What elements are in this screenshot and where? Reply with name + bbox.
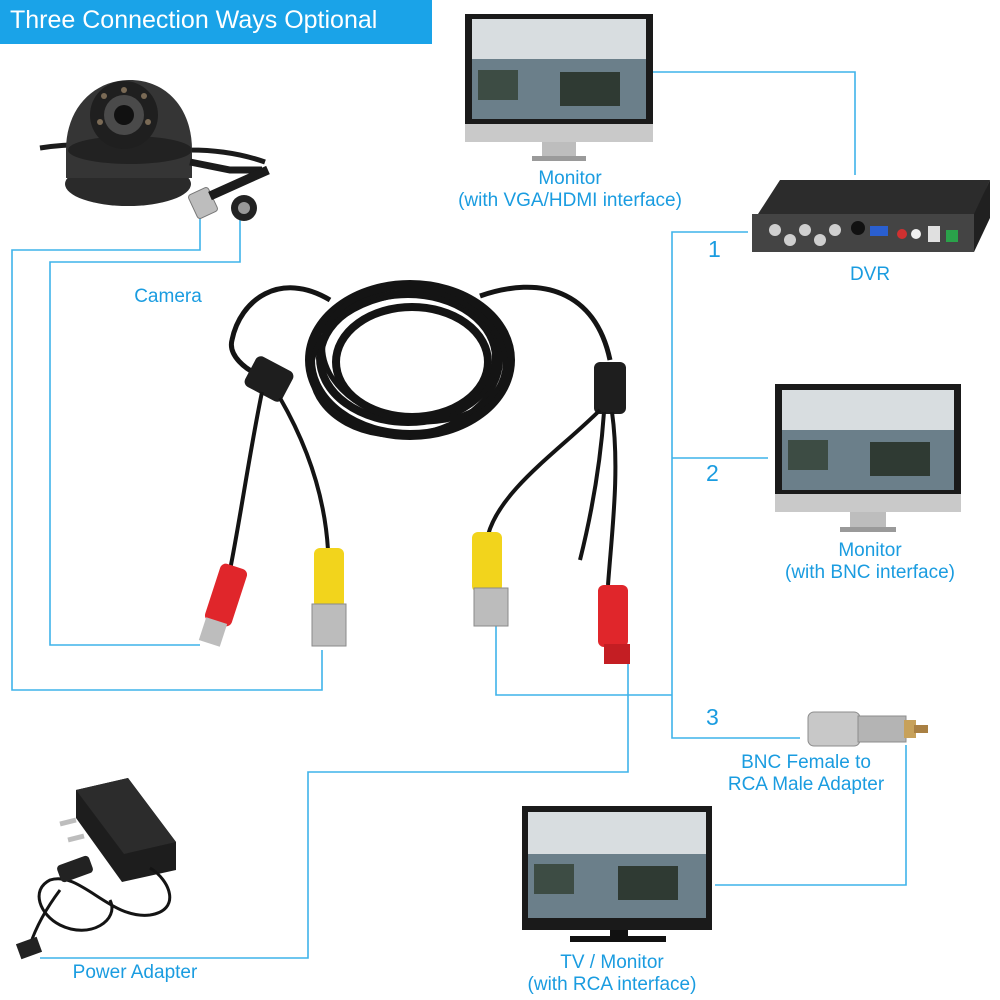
camera-label: Camera bbox=[134, 286, 202, 307]
adapter-label: BNC Female to RCA Male Adapter bbox=[706, 752, 906, 796]
line-way-bus bbox=[671, 231, 800, 739]
cable-coil-icon bbox=[228, 280, 613, 440]
monitor-vga-label-line1: Monitor bbox=[538, 168, 602, 189]
banner-title: Three Connection Ways Optional bbox=[10, 6, 378, 34]
dvr-recorder-icon bbox=[752, 180, 990, 252]
tv-label-line2: (with RCA interface) bbox=[527, 974, 697, 995]
left-cable-lead bbox=[198, 356, 347, 647]
adapter-label-line2: RCA Male Adapter bbox=[727, 774, 885, 795]
tv-label: TV / Monitor (with RCA interface) bbox=[505, 952, 719, 996]
adapter-label-line1: BNC Female to bbox=[741, 752, 871, 773]
title-banner: Three Connection Ways Optional bbox=[0, 0, 432, 44]
monitor-vga-label: Monitor (with VGA/HDMI interface) bbox=[440, 168, 700, 212]
monitor-bnc-label: Monitor (with BNC interface) bbox=[760, 540, 980, 584]
line-dvr-monitor bbox=[650, 71, 856, 175]
monitor-vga-icon bbox=[465, 14, 653, 161]
monitor-vga-label-line2: (with VGA/HDMI interface) bbox=[458, 190, 682, 211]
dvr-label: DVR bbox=[849, 264, 891, 285]
power-adapter-label: Power Adapter bbox=[72, 962, 198, 983]
connection-lines bbox=[11, 71, 907, 959]
line-video-out bbox=[495, 625, 672, 696]
line-camera-power bbox=[49, 220, 241, 646]
line-camera-video bbox=[11, 215, 323, 691]
monitor-bnc-label-line1: Monitor bbox=[838, 540, 902, 561]
line-adapter-tv bbox=[715, 745, 907, 886]
tv-icon bbox=[522, 806, 712, 942]
power-adapter-icon bbox=[15, 778, 176, 960]
right-cable-lead bbox=[472, 362, 630, 664]
dome-camera-icon bbox=[39, 80, 270, 221]
monitor-bnc-icon bbox=[775, 384, 961, 532]
way-3-number: 3 bbox=[706, 704, 719, 730]
tv-label-line1: TV / Monitor bbox=[560, 952, 664, 973]
monitor-bnc-label-line2: (with BNC interface) bbox=[785, 562, 955, 583]
bnc-rca-adapter-icon bbox=[807, 711, 928, 747]
way-1-number: 1 bbox=[708, 236, 721, 262]
way-2-number: 2 bbox=[706, 460, 719, 486]
line-power-out bbox=[40, 662, 629, 959]
